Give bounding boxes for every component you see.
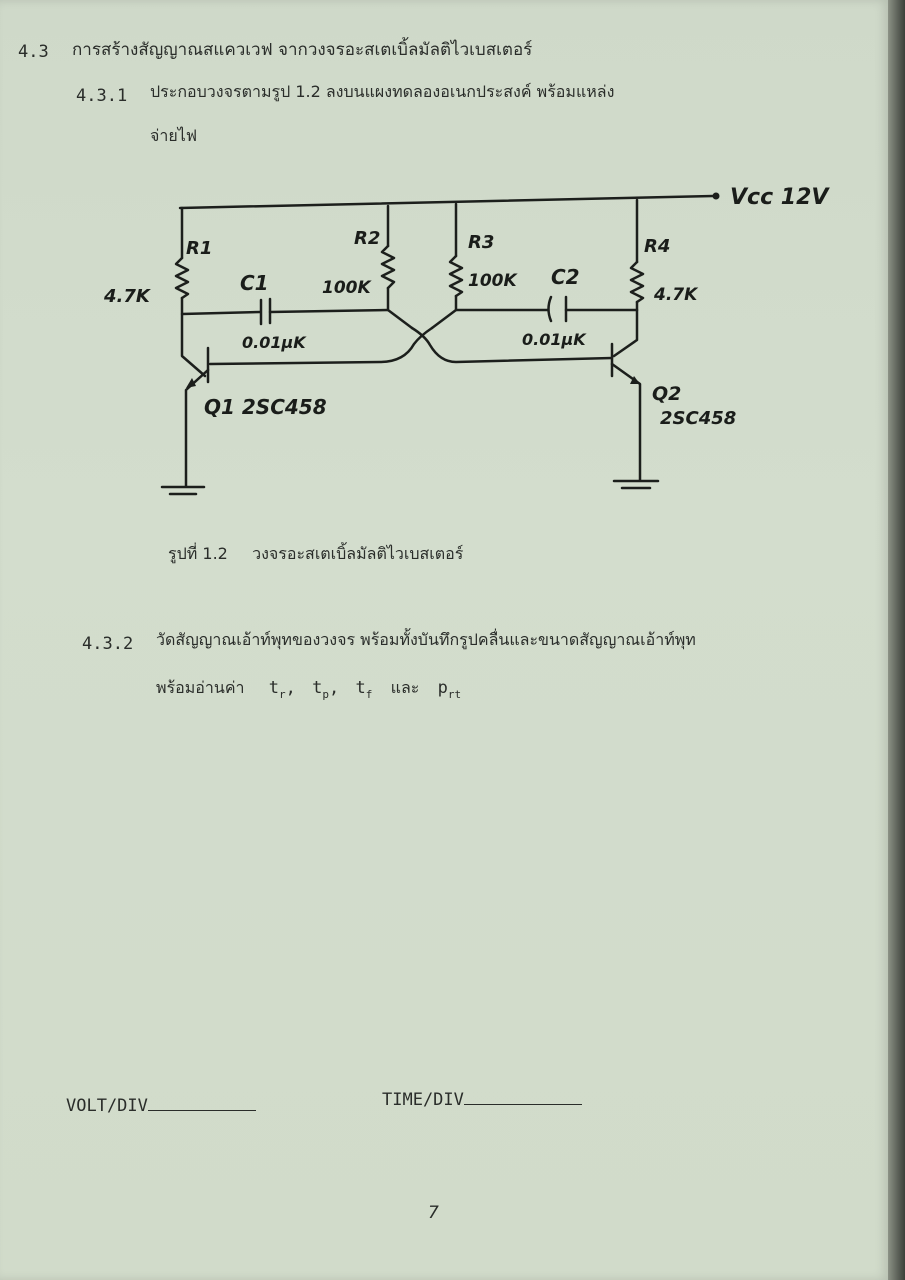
- c2-label: C2: [551, 265, 580, 289]
- time-div-label: TIME/DIV: [382, 1090, 464, 1110]
- q2-part: 2SC458: [660, 408, 736, 429]
- figure-caption-text: วงจรอะสเตเบิ้ลมัลติไวเบสเตอร์: [252, 544, 464, 563]
- c2-value: 0.01μK: [522, 330, 587, 349]
- c2-plate-left: [547, 295, 553, 323]
- r4-value: 4.7K: [653, 285, 699, 305]
- volt-div-blank[interactable]: [147, 1096, 256, 1111]
- r4-wire-bottom: [612, 300, 639, 358]
- q2-label: Q2: [652, 383, 681, 405]
- vcc-terminal: [712, 192, 720, 200]
- c1-value: 0.01μK: [242, 333, 307, 352]
- volt-div-field: VOLT/DIV: [66, 1096, 256, 1116]
- time-div-field: TIME/DIV: [382, 1090, 582, 1110]
- r4-resistor: [629, 260, 645, 304]
- t-r-symbol: tr: [268, 678, 286, 701]
- r3-label: R3: [468, 232, 494, 253]
- step2-line2-prefix: พร้อมอ่านค่า: [156, 678, 245, 697]
- r2-wire-bottom: [386, 286, 414, 330]
- vcc-label: Vcc 12V: [730, 185, 830, 210]
- r3-wire-bottom: [430, 294, 458, 330]
- r1-resistor: [174, 256, 190, 300]
- r4-label: R4: [644, 236, 670, 257]
- page-number: 7: [428, 1203, 439, 1223]
- multivibrator-circuit: Vcc 12V R1 4.7K R2 100K R3 100K R4 4.7K …: [103, 185, 830, 496]
- and-word: และ: [390, 678, 420, 697]
- step2-line1: วัดสัญญาณเอ้าท์พุทของวงจร พร้อมทั้งบันทึ…: [156, 630, 696, 649]
- p-rt-symbol: prt: [437, 678, 462, 701]
- r1-wire-bottom: [180, 296, 207, 378]
- cross-wire-to-q2-base: [410, 326, 614, 364]
- c1-label: C1: [240, 271, 269, 295]
- q1-label: Q1 2SC458: [204, 395, 327, 419]
- step2-number: 4.3.2: [82, 634, 134, 654]
- r1-value: 4.7K: [103, 286, 152, 307]
- r2-resistor: [380, 244, 396, 290]
- section-title: การสร้างสัญญาณสแควเวฟ จากวงจรอะสเตเบิ้ลม…: [72, 40, 533, 60]
- r3-resistor: [448, 254, 464, 298]
- cross-wire-to-q1-base: [208, 326, 434, 366]
- t-p-symbol: tp: [312, 678, 330, 701]
- q1-emitter-lead: [184, 368, 210, 488]
- figure-caption: รูปที่ 1.2 วงจรอะสเตเบิ้ลมัลติไวเบสเตอร์: [168, 542, 463, 567]
- c1-left-wire: [180, 310, 262, 316]
- step1-number: 4.3.1: [76, 86, 128, 106]
- t-f-symbol: tf: [355, 678, 373, 701]
- volt-div-label: VOLT/DIV: [66, 1096, 148, 1116]
- r1-label: R1: [186, 238, 212, 259]
- c1-right-wire: [268, 308, 390, 314]
- step1-line1: ประกอบวงจรตามรูป 1.2 ลงบนแผงทดลองอเนกประ…: [150, 82, 615, 101]
- page-edge-shadow: [888, 0, 905, 1280]
- vcc-rail: [178, 194, 715, 210]
- figure-caption-label: รูปที่ 1.2: [168, 544, 228, 563]
- r2-label: R2: [354, 228, 380, 249]
- r2-value: 100K: [322, 278, 372, 298]
- q2-emitter-arrow: [630, 376, 640, 384]
- time-div-blank[interactable]: [463, 1090, 582, 1105]
- step1-line2: จ่ายไฟ: [150, 126, 198, 145]
- section-number: 4.3: [18, 42, 49, 62]
- comma-1: ,: [285, 678, 296, 698]
- step2-line2: พร้อมอ่านค่า tr, tp, tf และ prt: [156, 676, 461, 701]
- comma-2: ,: [329, 678, 340, 698]
- r3-value: 100K: [468, 271, 518, 291]
- q1-emitter-arrow: [186, 378, 196, 388]
